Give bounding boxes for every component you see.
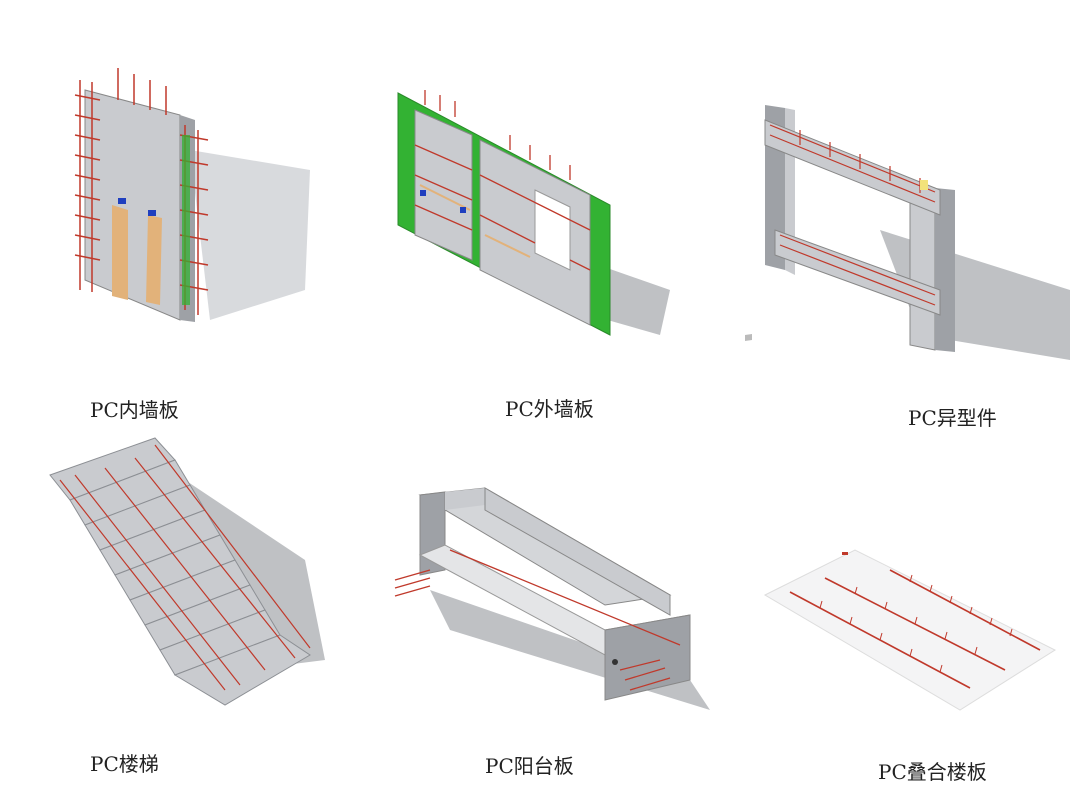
balcony-drawing: [394, 487, 710, 710]
caption-balcony: PC阳台板: [485, 754, 574, 778]
special-component-drawing: [745, 105, 1070, 360]
caption-stairs: PC楼梯: [90, 752, 159, 776]
caption-inner-wall: PC内墙板: [90, 398, 179, 422]
figure-stairs: [45, 430, 335, 720]
stairs-drawing: [49, 437, 325, 706]
slab-drawing: [763, 549, 1057, 711]
outer-wall-drawing: [397, 90, 670, 336]
figure-special-component: [740, 90, 1080, 365]
figure-outer-wall: [390, 85, 670, 345]
figure-slab: [760, 540, 1060, 720]
caption-slab: PC叠合楼板: [878, 760, 987, 784]
figure-balcony: [390, 480, 720, 720]
caption-outer-wall: PC外墙板: [505, 397, 594, 421]
inner-wall-drawing: [74, 68, 310, 322]
figure-inner-wall: [70, 60, 330, 340]
caption-special: PC异型件: [908, 406, 997, 430]
